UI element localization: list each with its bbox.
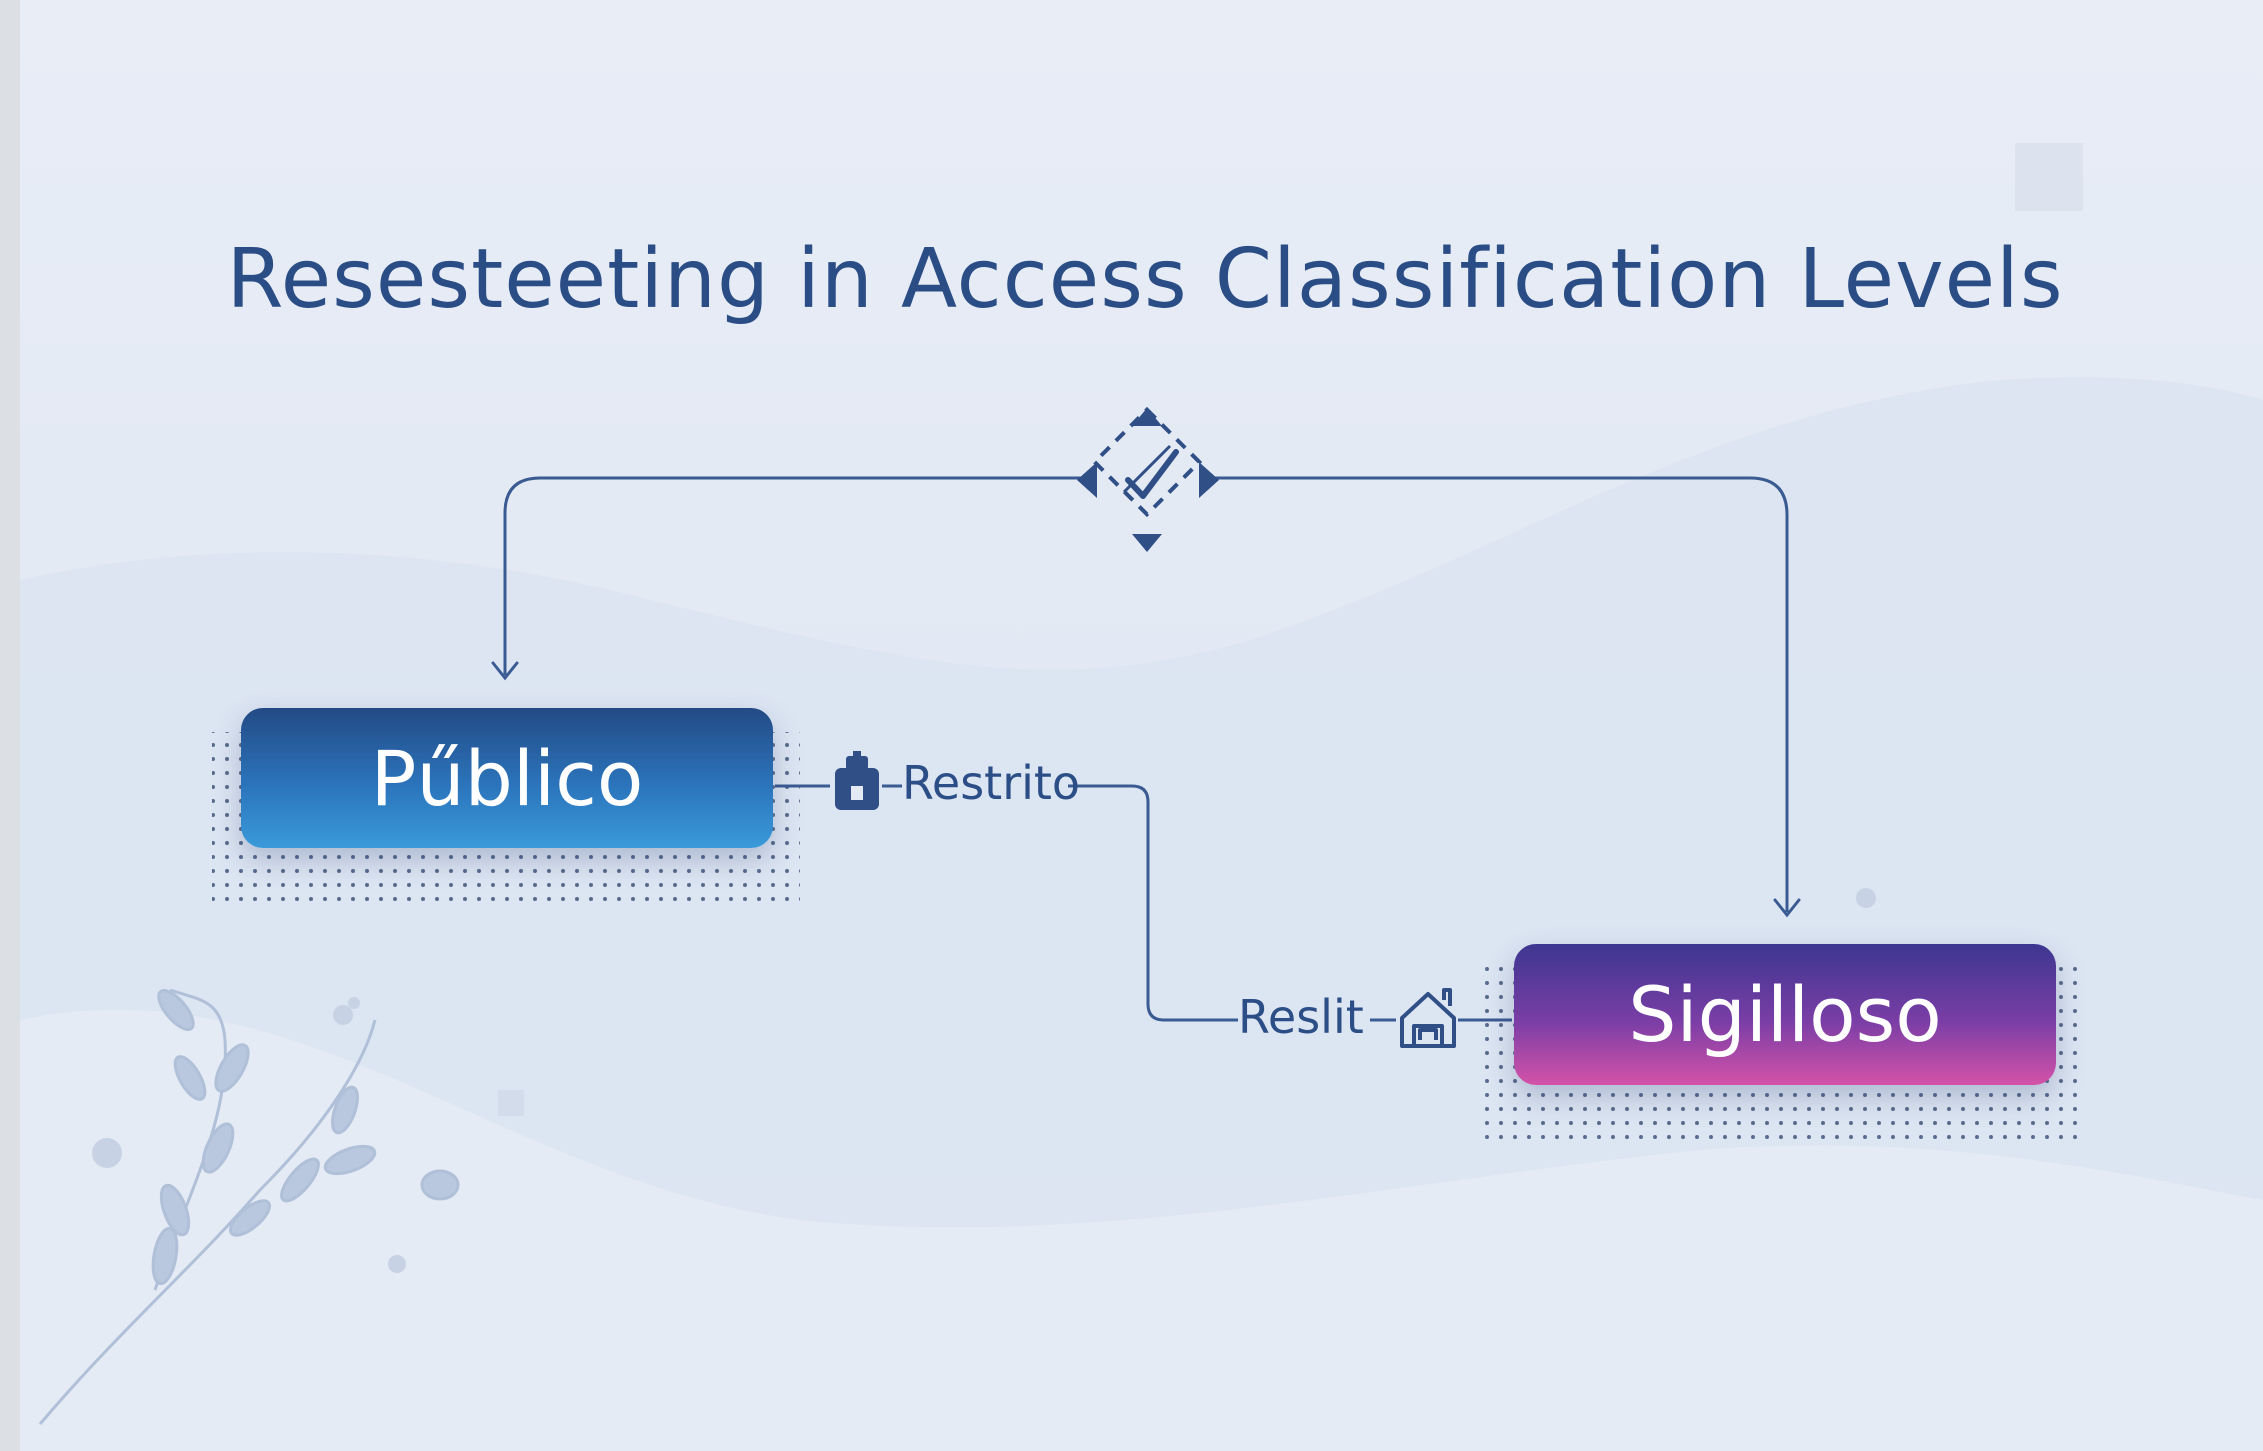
deco-dot xyxy=(348,997,360,1009)
node-publico[interactable]: Pűblico xyxy=(241,708,773,848)
deco-dot xyxy=(92,1138,122,1168)
diagram-title: Resesteeting in Access Classification Le… xyxy=(226,232,2064,327)
node-sigilloso-label: Sigilloso xyxy=(1628,970,1942,1059)
house-icon xyxy=(1400,988,1456,1048)
diamond-check-icon xyxy=(1077,406,1219,552)
connector-top-right xyxy=(1212,476,1789,912)
deco-dot xyxy=(1856,888,1876,908)
leaf-branch-decoration xyxy=(38,988,460,1425)
deco-square xyxy=(2015,143,2083,211)
arrowhead-to-publico xyxy=(491,661,519,681)
background-wave-lower xyxy=(20,1009,2263,1451)
connector-label-restrito: Restrito xyxy=(902,756,1081,810)
connector-label-reslit: Reslit xyxy=(1238,990,1364,1044)
deco-dot xyxy=(388,1255,406,1273)
lock-icon xyxy=(835,751,879,810)
connector-top-left xyxy=(503,476,1092,675)
node-sigilloso[interactable]: Sigilloso xyxy=(1514,944,2056,1085)
arrowhead-to-sigilloso xyxy=(1773,898,1801,918)
deco-dot xyxy=(333,1005,353,1025)
connector-restrito xyxy=(775,784,1238,1022)
left-edge-strip xyxy=(0,0,20,1451)
node-publico-label: Pűblico xyxy=(370,733,644,823)
deco-square-small xyxy=(498,1090,524,1116)
